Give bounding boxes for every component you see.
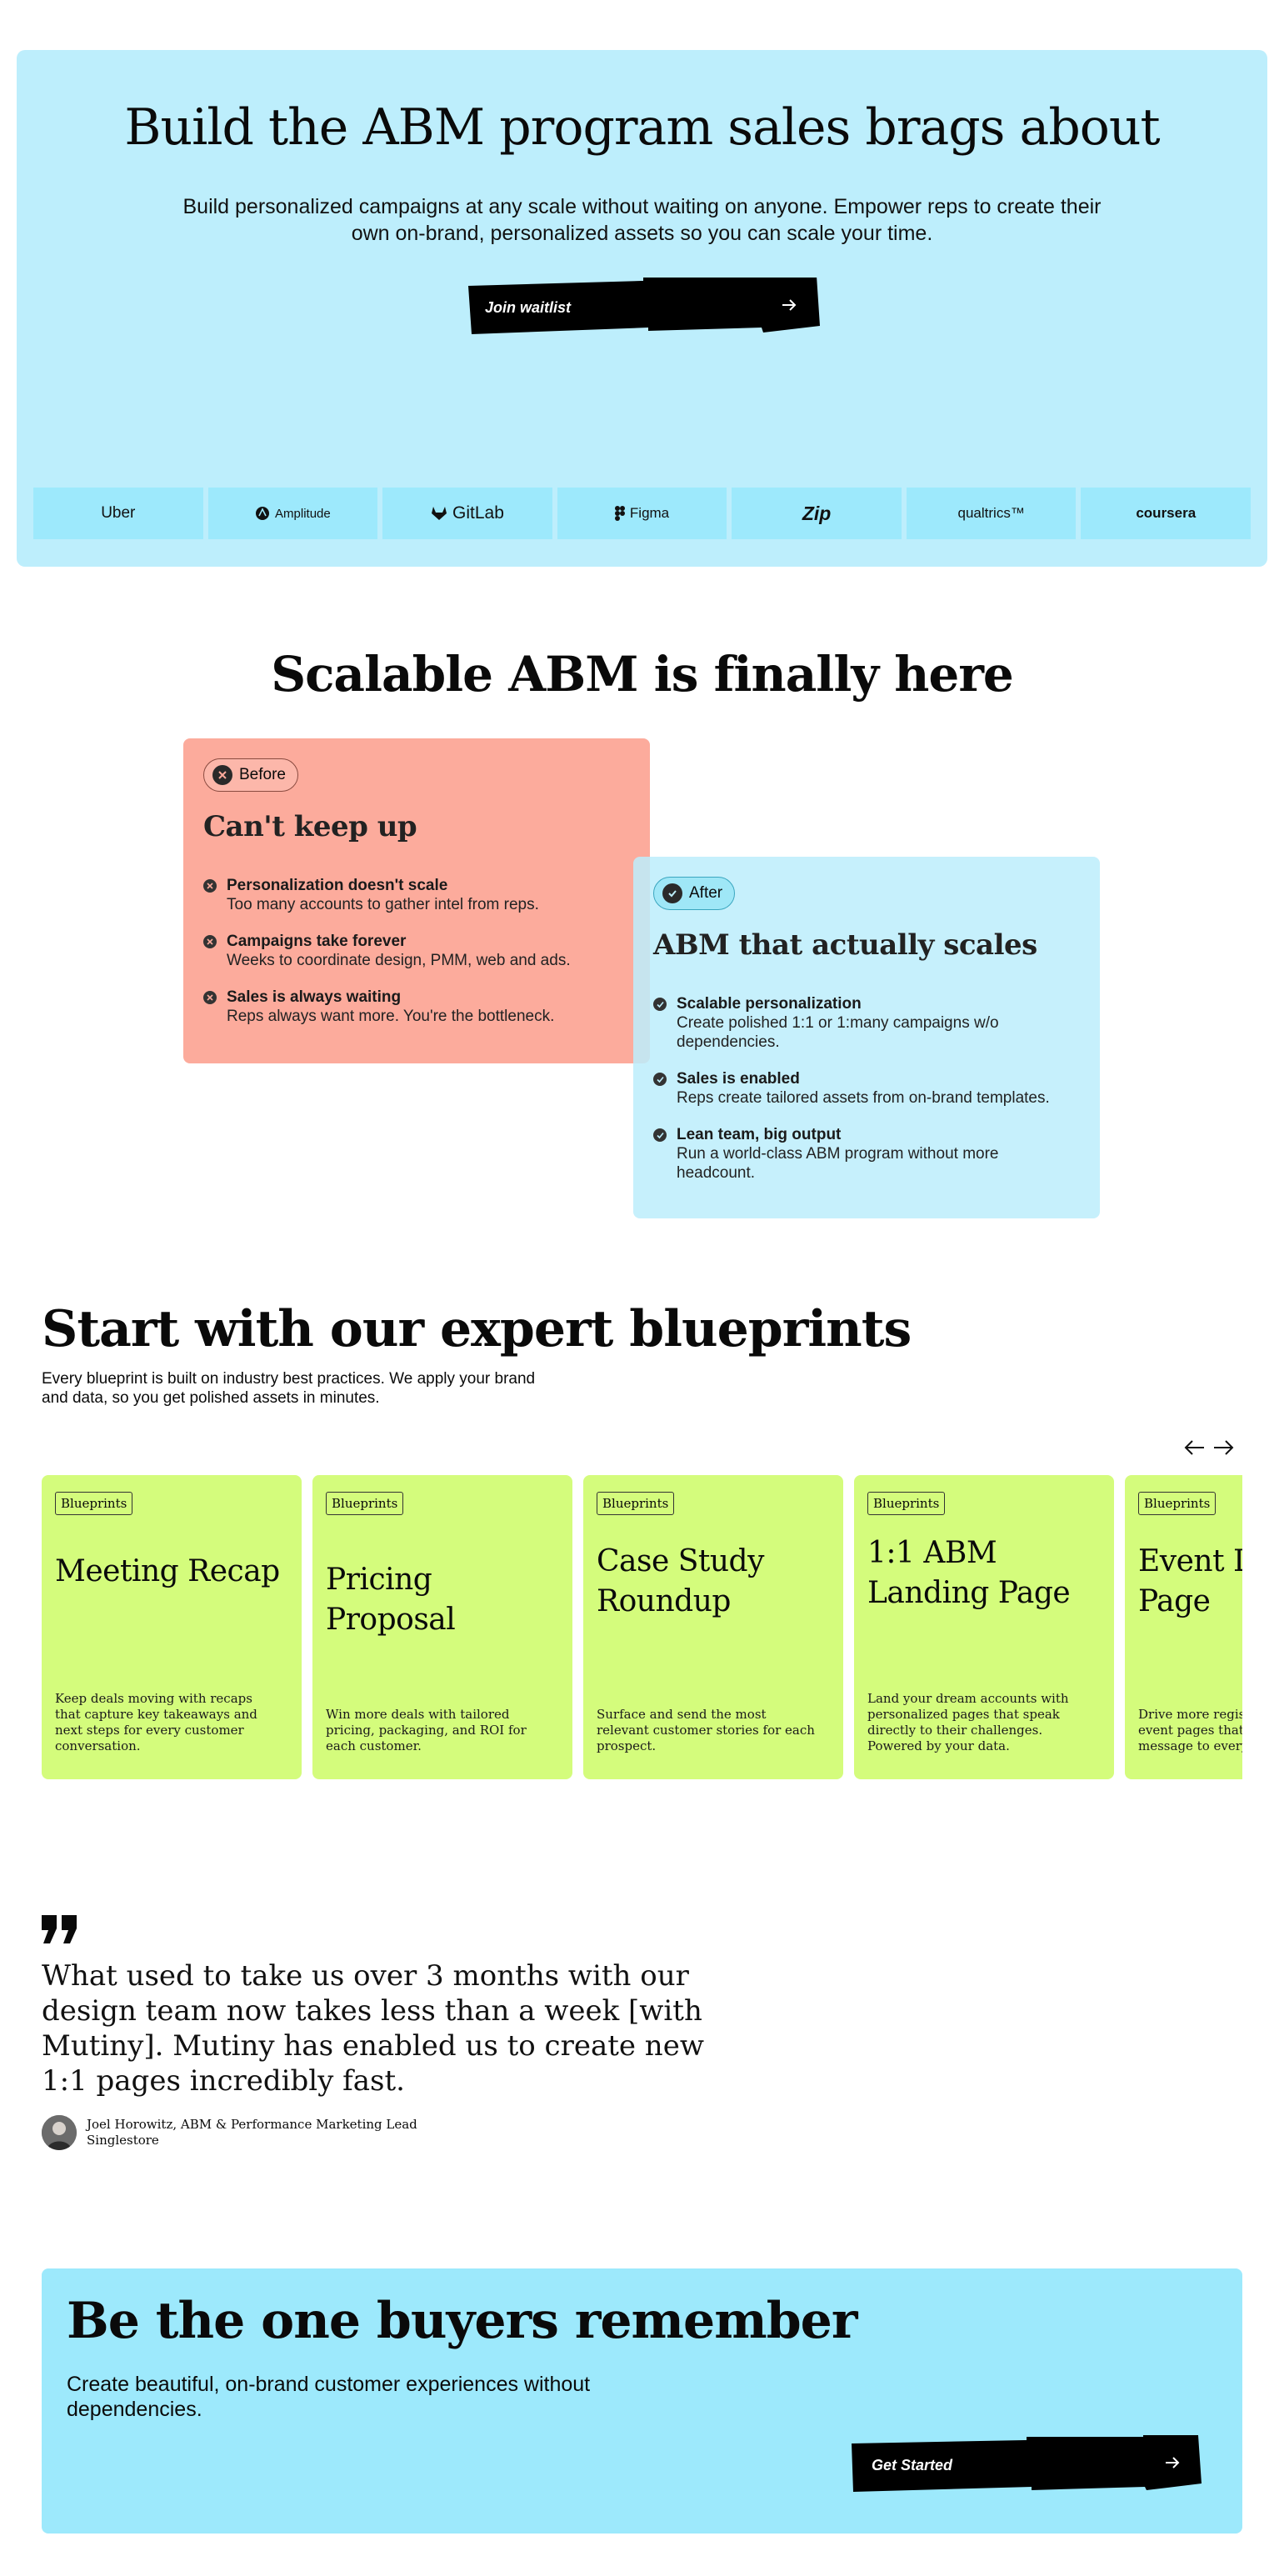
cta-subtitle: Create beautiful, on-brand customer expe… [67, 2373, 591, 2421]
blueprint-tag: Blueprints [597, 1492, 675, 1515]
comparison-title: Scalable ABM is finally here [271, 646, 1014, 703]
check-circle-icon [653, 1128, 667, 1142]
after-badge: After [653, 877, 736, 910]
hero-title: Build the ABM program sales brags about [124, 98, 1160, 157]
blueprint-title: 1:1 ABM Landing Page [867, 1536, 1071, 1610]
blueprint-tag: Blueprints [1138, 1492, 1217, 1515]
blueprints-carousel: Blueprints Meeting Recap Keep deals movi… [42, 1475, 1242, 1779]
blueprint-title: Case Study Roundup [597, 1544, 764, 1618]
brush-stroke-icon [852, 2435, 1202, 2492]
blueprint-card-pricing-proposal[interactable]: Blueprints Pricing Proposal Win more dea… [312, 1475, 572, 1779]
logo-figma: Figma [557, 488, 727, 539]
check-circle-icon [662, 883, 682, 903]
check-circle-icon [653, 998, 667, 1011]
logo-zip: Zip [732, 488, 902, 539]
blueprint-desc: Land your dream accounts with personaliz… [867, 1691, 1069, 1753]
logo-gitlab: GitLab [382, 488, 552, 539]
avatar [42, 2115, 77, 2150]
cta-title: Be the one buyers remember [67, 2292, 857, 2350]
hero-section: Build the ABM program sales brags about … [17, 50, 1267, 567]
check-circle-icon [653, 1073, 667, 1086]
blueprint-title: Meeting Recap [55, 1554, 280, 1588]
figma-icon [614, 506, 625, 521]
x-circle-icon [203, 991, 217, 1004]
get-started-button[interactable]: Get Started [850, 2435, 1203, 2495]
blueprint-card-abm-landing-page[interactable]: Blueprints 1:1 ABM Landing Page Land you… [854, 1475, 1114, 1779]
blueprint-card-event-landing-page[interactable]: Blueprints Event Landing Page Drive more… [1125, 1475, 1242, 1779]
x-circle-icon [203, 935, 217, 948]
testimonial-author: Joel Horowitz, ABM & Performance Marketi… [42, 2115, 417, 2150]
blueprint-card-case-study-roundup[interactable]: Blueprints Case Study Roundup Surface an… [583, 1475, 843, 1779]
hero-subtitle: Build personalized campaigns at any scal… [182, 195, 1102, 245]
blueprint-desc: Surface and send the most relevant custo… [597, 1707, 815, 1753]
before-heading: Can't keep up [203, 810, 417, 843]
brush-stroke-icon [468, 278, 820, 334]
customer-logos: Uber Amplitude GitLab Figma Zip qualtric… [33, 488, 1252, 539]
author-company: Singlestore [87, 2133, 159, 2148]
blueprint-tag: Blueprints [326, 1492, 404, 1515]
blueprints-title: Start with our expert blueprints [42, 1300, 912, 1358]
gitlab-icon [432, 507, 447, 520]
logo-amplitude: Amplitude [207, 488, 378, 539]
before-card: Before Can't keep up Personalization doe… [183, 738, 650, 1063]
arrow-left-icon[interactable] [1183, 1436, 1207, 1459]
logo-qualtrics: qualtrics™ [906, 488, 1077, 539]
blueprint-card-meeting-recap[interactable]: Blueprints Meeting Recap Keep deals movi… [42, 1475, 302, 1779]
blueprint-desc: Drive more registrations with event page… [1138, 1707, 1242, 1753]
blueprints-subtitle: Every blueprint is built on industry bes… [42, 1370, 536, 1407]
amplitude-icon [256, 507, 270, 520]
join-waitlist-label: Join waitlist [485, 298, 572, 316]
x-circle-icon [212, 765, 232, 785]
blueprint-desc: Keep deals moving with recaps that captu… [55, 1691, 257, 1753]
blueprint-desc: Win more deals with tailored pricing, pa… [326, 1707, 527, 1753]
cta-section: Be the one buyers remember Create beauti… [42, 2268, 1242, 2533]
x-circle-icon [203, 879, 217, 893]
arrow-right-icon [1166, 2457, 1180, 2468]
carousel-nav [1183, 1436, 1235, 1459]
blueprint-title: Pricing Proposal [326, 1563, 456, 1637]
logo-uber: Uber [33, 488, 203, 539]
arrow-right-icon [782, 299, 797, 311]
author-name: Joel Horowitz, ABM & Performance Marketi… [87, 2117, 417, 2132]
before-badge: Before [203, 758, 298, 792]
blueprint-tag: Blueprints [867, 1492, 946, 1515]
get-started-label: Get Started [872, 2456, 953, 2473]
blueprint-tag: Blueprints [55, 1492, 133, 1515]
after-card: After ABM that actually scales Scalable … [633, 857, 1100, 1218]
join-waitlist-button[interactable]: Join waitlist [467, 278, 820, 338]
testimonial-quote: What used to take us over 3 months with … [42, 1959, 704, 2098]
logo-coursera: coursera [1081, 488, 1252, 539]
after-heading: ABM that actually scales [653, 928, 1037, 962]
arrow-right-icon[interactable] [1212, 1436, 1235, 1459]
blueprint-title: Event Landing Page [1138, 1544, 1242, 1618]
quote-icon [42, 1915, 77, 1943]
